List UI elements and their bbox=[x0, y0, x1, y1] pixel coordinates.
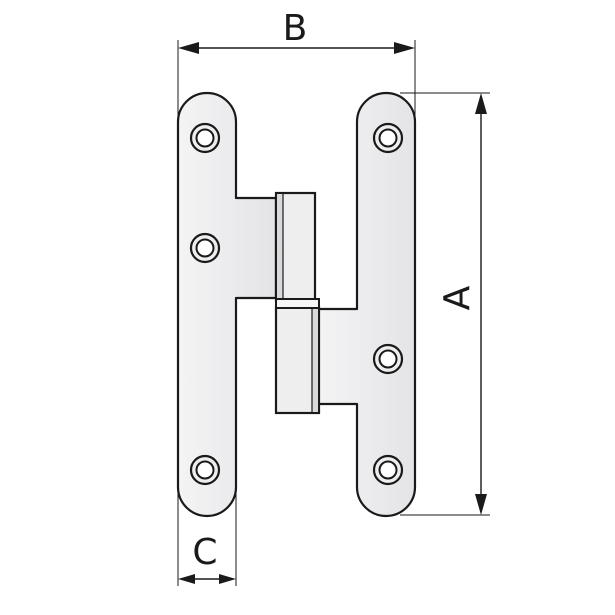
screw-hole-right-top bbox=[372, 122, 404, 154]
dimension-b-label: B bbox=[283, 8, 308, 49]
dimension-a-label: A bbox=[437, 285, 478, 310]
upper-knuckle bbox=[274, 191, 317, 303]
dimension-a: A bbox=[400, 92, 490, 516]
screw-hole-left-top bbox=[189, 122, 221, 154]
screw-hole-right-middle bbox=[372, 343, 404, 375]
knuckle-joint bbox=[275, 298, 320, 309]
dimension-c: C bbox=[177, 490, 237, 586]
right-leaf bbox=[316, 91, 417, 518]
screw-hole-left-middle bbox=[189, 232, 221, 264]
lower-knuckle bbox=[274, 305, 321, 415]
dimension-b: B bbox=[177, 8, 416, 125]
left-leaf bbox=[176, 91, 278, 518]
screw-hole-left-bottom bbox=[189, 454, 221, 486]
dimension-c-label: C bbox=[192, 532, 217, 573]
screw-hole-right-bottom bbox=[372, 454, 404, 486]
